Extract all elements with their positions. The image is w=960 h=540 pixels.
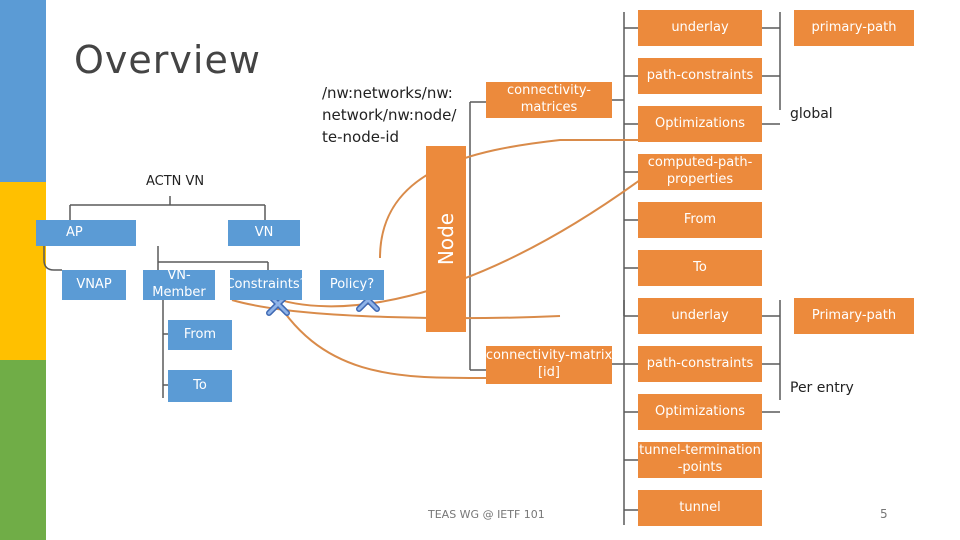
per-entry-label: Per entry (790, 380, 854, 396)
constraints-reference-arrow (267, 179, 641, 308)
vn-from-label: From (183, 326, 217, 342)
vn-from-box: From (168, 320, 232, 350)
bottom-optimizations-label: Optimizations (655, 403, 745, 419)
policy-reference-arrow (379, 139, 638, 259)
top-to-box: To (638, 250, 762, 286)
footer-text: TEAS WG @ IETF 101 (428, 508, 545, 521)
global-label: global (790, 106, 833, 122)
policy-label: Policy? (329, 276, 375, 292)
vn-box: VN (228, 220, 300, 246)
primary-path-2-box: Primary-path (794, 298, 914, 334)
connectivity-matrices-label: connectivity- matrices (507, 83, 591, 115)
page-title: Overview (74, 38, 261, 82)
vn-label: VN (254, 224, 274, 240)
vn-member-label: VN-Member (152, 268, 206, 300)
ap-box: AP (36, 220, 136, 246)
bottom-path-constraints-box: path-constraints (638, 346, 762, 382)
computed-path-properties-box: computed-path- properties (638, 154, 762, 190)
node-path-text: /nw:networks/nw: network/nw:node/ te-nod… (322, 84, 457, 146)
connectivity-matrix-box: connectivity-matrix [id] (486, 346, 612, 384)
reference-arrows (231, 139, 641, 380)
bottom-underlay-box: underlay (638, 298, 762, 334)
connectivity-matrix-label: connectivity-matrix [id] (485, 348, 613, 380)
vn-to-box: To (168, 370, 232, 402)
from-to-reference-arrow (231, 299, 561, 320)
node-box: Node (426, 146, 466, 332)
page-number: 5 (880, 507, 888, 521)
top-to-label: To (693, 259, 707, 275)
primary-path-2-label: Primary-path (811, 307, 897, 323)
vnap-label: VNAP (76, 276, 112, 292)
vn-member-box: VN-Member (143, 268, 215, 300)
tunnel-termination-points-box: tunnel-termination -points (638, 442, 762, 478)
tunnel-box: tunnel (638, 490, 762, 526)
left-strip-green (0, 360, 46, 540)
tree-lines (43, 12, 781, 525)
optimizations-box: Optimizations (638, 106, 762, 142)
top-from-box: From (638, 202, 762, 238)
policy-box: Policy? (320, 270, 384, 300)
bottom-optimizations-box: Optimizations (638, 394, 762, 430)
vnap-box: VNAP (62, 270, 126, 300)
underlay-label: underlay (671, 19, 729, 35)
actn-vn-label: ACTN VN (146, 174, 205, 189)
top-from-label: From (683, 211, 717, 227)
optimizations-label: Optimizations (655, 115, 745, 131)
primary-path-label: primary-path (811, 19, 897, 35)
node-label: Node (434, 212, 459, 266)
connectivity-matrices-box: connectivity- matrices (486, 82, 612, 118)
path-constraints-label: path-constraints (646, 67, 754, 83)
underlay-box: underlay (638, 10, 762, 46)
left-strip-blue (0, 0, 46, 182)
tunnel-termination-points-label: tunnel-termination -points (639, 443, 761, 475)
bottom-underlay-label: underlay (671, 307, 729, 323)
computed-path-properties-label: computed-path- properties (647, 155, 753, 187)
tunnel-label: tunnel (679, 499, 721, 515)
ap-label: AP (66, 224, 83, 240)
constraints-box: Constraints? (225, 270, 307, 300)
path-constraints-box: path-constraints (638, 58, 762, 94)
bottom-path-constraints-label: path-constraints (646, 355, 754, 371)
vn-to-label: To (193, 377, 207, 393)
vn-member-reference-arrow (269, 289, 487, 380)
primary-path-box: primary-path (794, 10, 914, 46)
constraints-label: Constraints? (225, 276, 307, 292)
left-strip-yellow (0, 182, 46, 360)
